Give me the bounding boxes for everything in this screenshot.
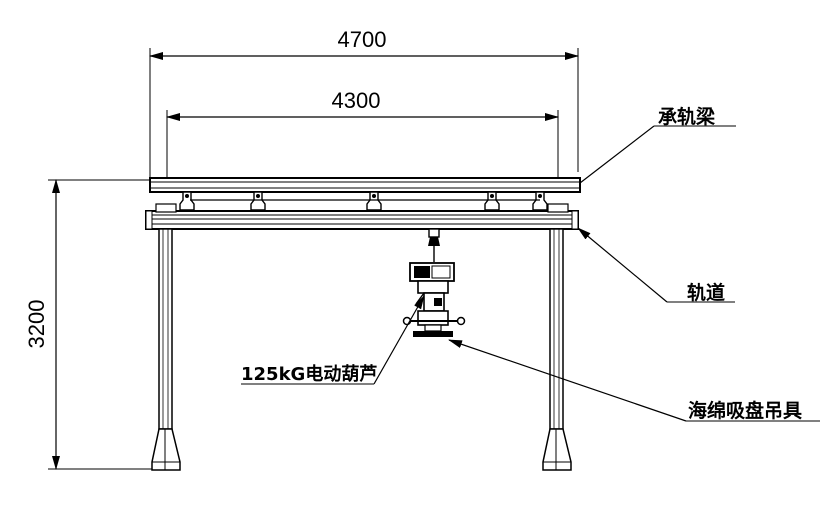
label-hoist: 125kG电动葫芦	[241, 363, 377, 385]
dimension-height: 3200	[24, 179, 158, 470]
track-hangers	[179, 191, 548, 211]
label-lifter: 海绵吸盘吊具	[688, 399, 802, 422]
dimension-label-4700: 4700	[338, 27, 387, 52]
left-column	[151, 203, 181, 471]
callout-hoist: 125kG电动葫芦	[241, 295, 425, 385]
callout-track: 轨道	[577, 227, 735, 304]
dimension-label-3200: 3200	[24, 300, 49, 349]
track-rail	[145, 210, 579, 230]
dimension-label-4300: 4300	[332, 88, 381, 113]
callout-support-beam: 承轨梁	[579, 105, 736, 184]
right-column	[542, 203, 572, 471]
callout-lifter: 海绵吸盘吊具	[448, 339, 820, 422]
sponge-vacuum-lifter	[402, 310, 466, 337]
dimension-overall-width: 4700	[149, 27, 579, 180]
support-beam	[149, 177, 581, 193]
electric-hoist	[409, 228, 455, 312]
label-support-beam: 承轨梁	[658, 105, 716, 128]
dimension-rail-width: 4300	[166, 88, 559, 180]
label-track: 轨道	[687, 281, 725, 304]
